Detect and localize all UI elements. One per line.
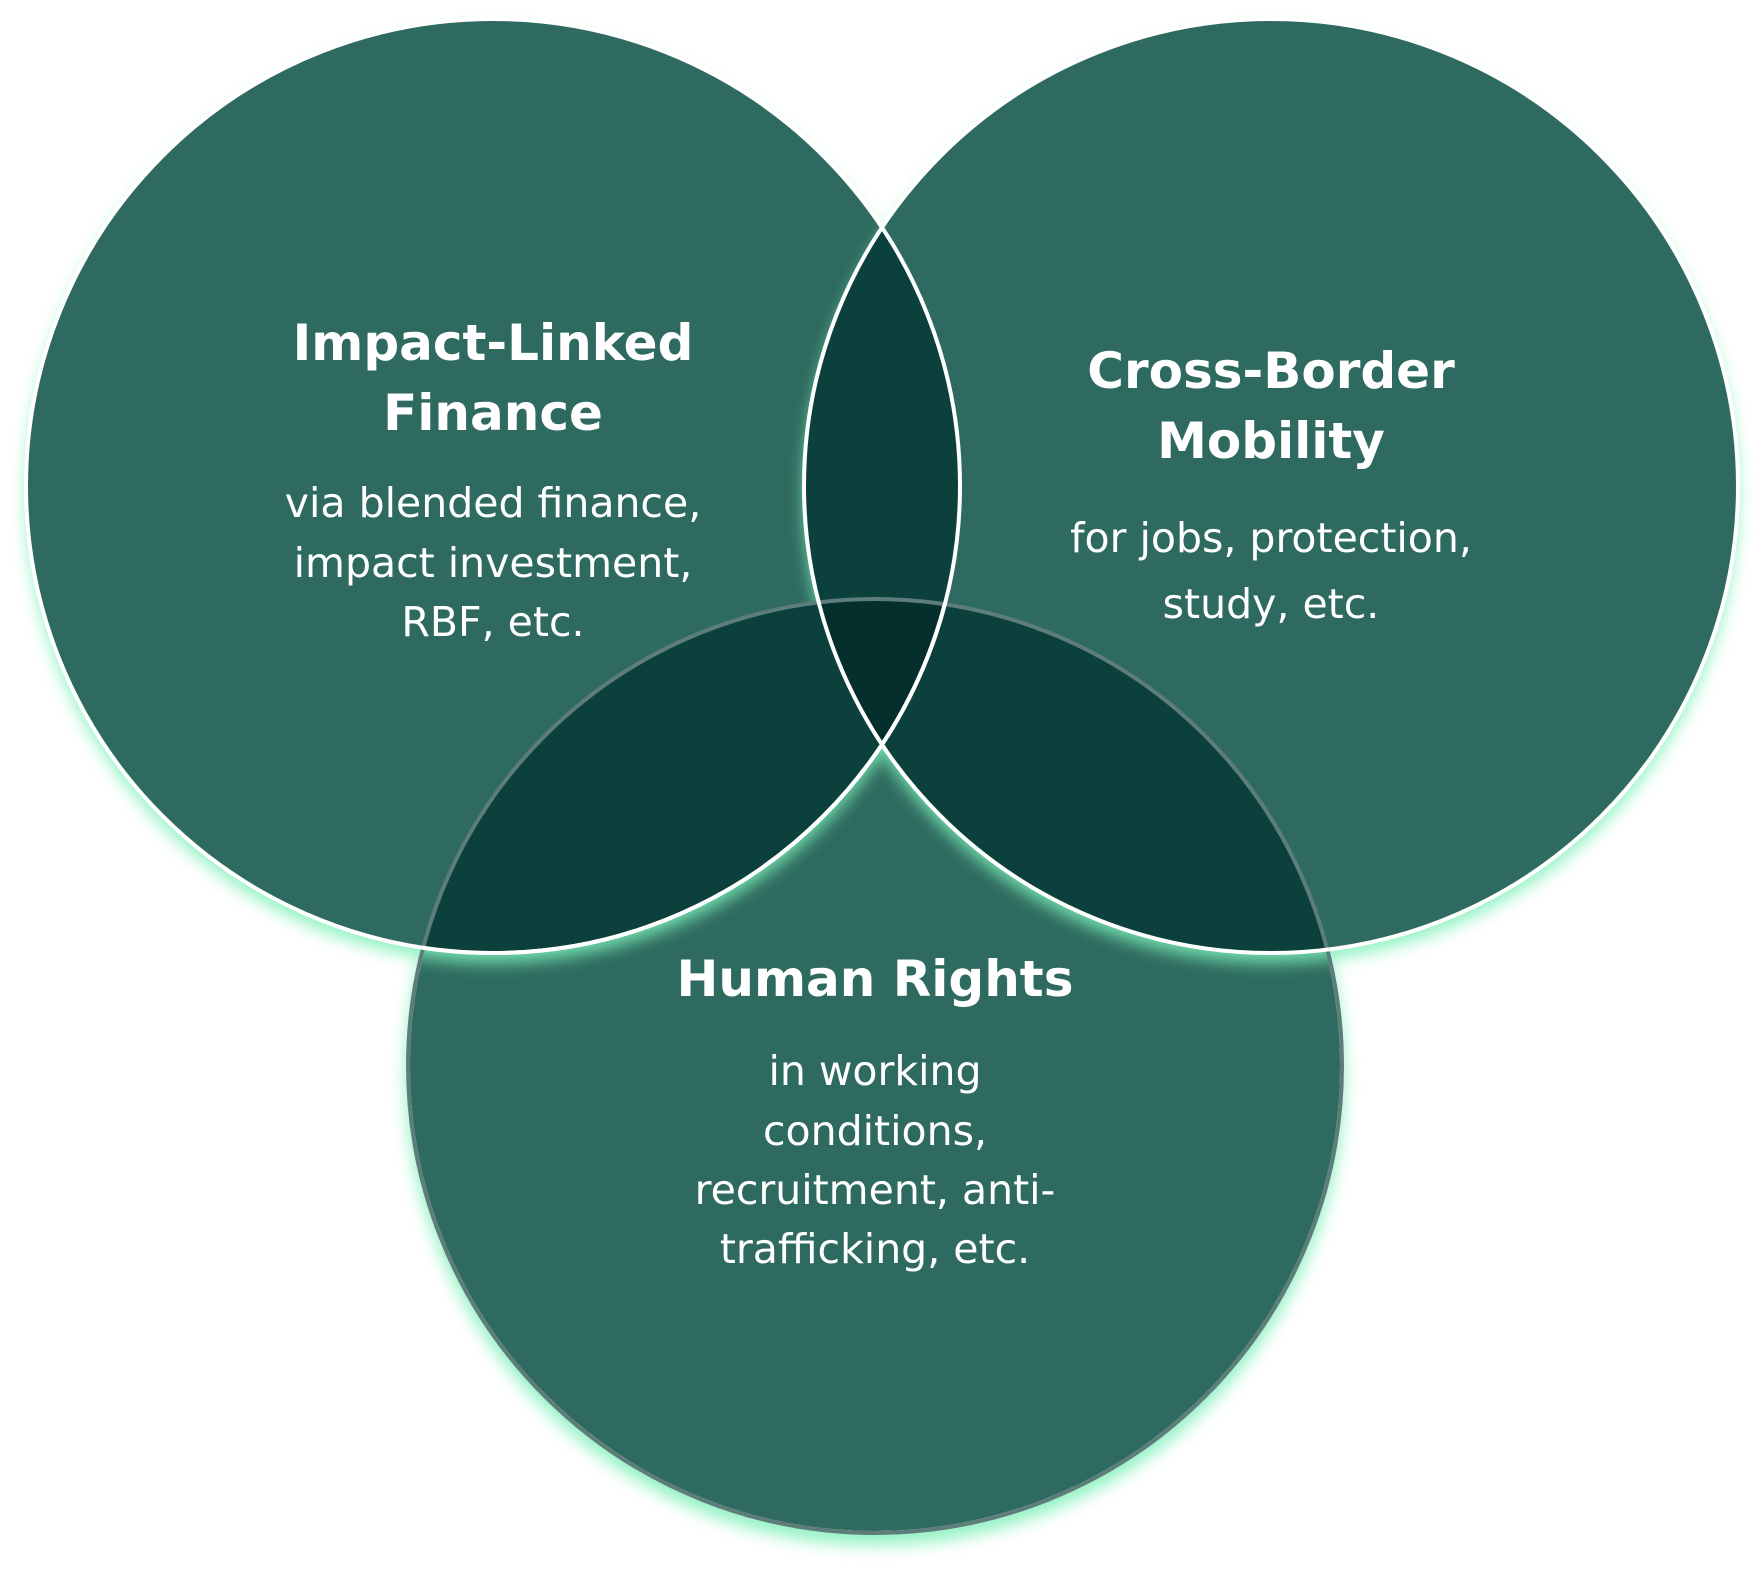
rights-body-line-2: conditions, (763, 1107, 987, 1155)
human-rights-inner-edge (406, 597, 1344, 1535)
rights-body-line-4: trafficking, etc. (720, 1225, 1030, 1273)
circles-layer (24, 17, 1740, 1535)
finance-body-line-3: RBF, etc. (401, 598, 584, 646)
mobility-body-line-1: for jobs, protection, (1070, 514, 1472, 562)
finance-title-line-2: Finance (383, 384, 603, 442)
rights-body-line-3: recruitment, anti- (695, 1166, 1056, 1214)
finance-body-line-2: impact investment, (294, 539, 693, 587)
label-cross-border-mobility: Cross-Border Mobility for jobs, protecti… (1070, 342, 1472, 628)
label-human-rights: Human Rights in working conditions, recr… (677, 950, 1074, 1273)
finance-outline-dim (408, 599, 962, 955)
finance-body-line-1: via blended finance, (285, 479, 701, 527)
mobility-body-line-2: study, etc. (1163, 580, 1380, 628)
label-impact-linked-finance: Impact-Linked Finance via blended financ… (285, 314, 701, 646)
finance-title-line-1: Impact-Linked (293, 314, 694, 372)
overlap-mobility-rights (804, 599, 1342, 953)
mobility-title-line-2: Mobility (1157, 412, 1385, 470)
overlap-finance-rights (408, 599, 960, 953)
mobility-outline (802, 17, 1740, 955)
rights-title-line-1: Human Rights (677, 950, 1074, 1008)
rights-body-line-1: in working (768, 1047, 981, 1095)
mobility-title-line-1: Cross-Border (1087, 342, 1455, 400)
